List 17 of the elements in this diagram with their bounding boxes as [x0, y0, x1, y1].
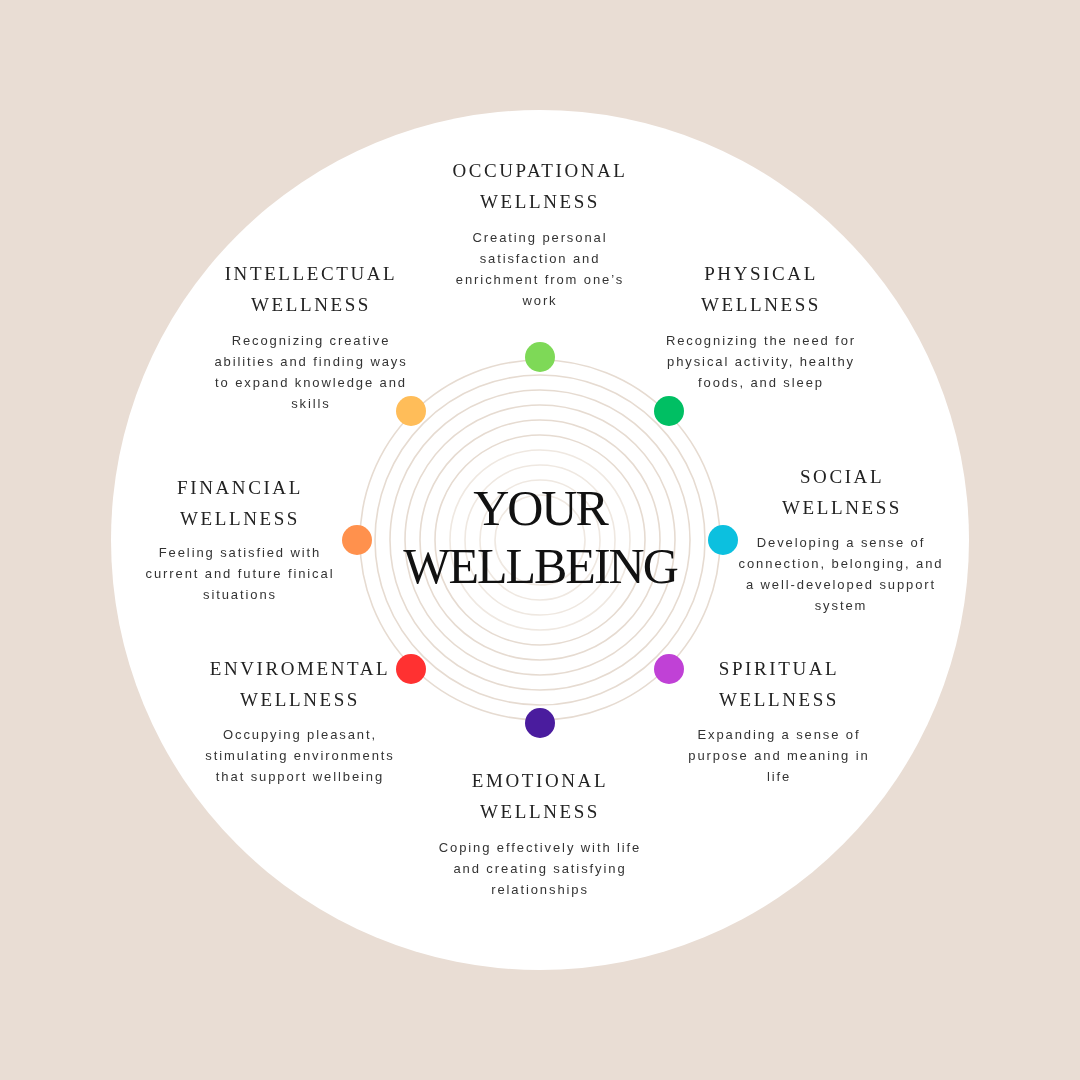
section-heading: FINANCIAL WELLNESS: [176, 476, 304, 531]
section-heading: OCCUPATIONAL WELLNESS: [451, 159, 629, 214]
center-title: YOUR WELLBEING: [402, 479, 679, 595]
section-heading: ENVIROMENTAL WELLNESS: [208, 657, 392, 712]
description-text: Developing a sense of connection, belonging, and a well-developed support system: [737, 534, 945, 615]
section-heading: SOCIAL WELLNESS: [781, 465, 903, 520]
description-text: Feeling satisfied with current and future finical situations: [144, 544, 336, 604]
section-heading: EMOTIONAL WELLNESS: [470, 769, 610, 824]
section-heading: PHYSICAL WELLNESS: [700, 262, 822, 317]
description-text: Recognizing the need for physical activity, healthy foods, and sleep: [664, 332, 858, 392]
section-heading: INTELLECTUAL WELLNESS: [223, 262, 399, 317]
description-text: Expanding a sense of purpose and meaning in life: [687, 726, 871, 786]
description-text: Recognizing creative abilities and finding ways to expand knowledge and skills: [213, 332, 409, 413]
section-heading: SPIRITUAL WELLNESS: [717, 657, 841, 712]
description-text: Creating personal satisfaction and enrichment from one’s work: [454, 229, 626, 310]
description-text: Coping effectively with life and creating satisfying relationships: [437, 839, 643, 899]
description-text: Occupying pleasant, stimulating environments that support wellbeing: [204, 726, 396, 786]
